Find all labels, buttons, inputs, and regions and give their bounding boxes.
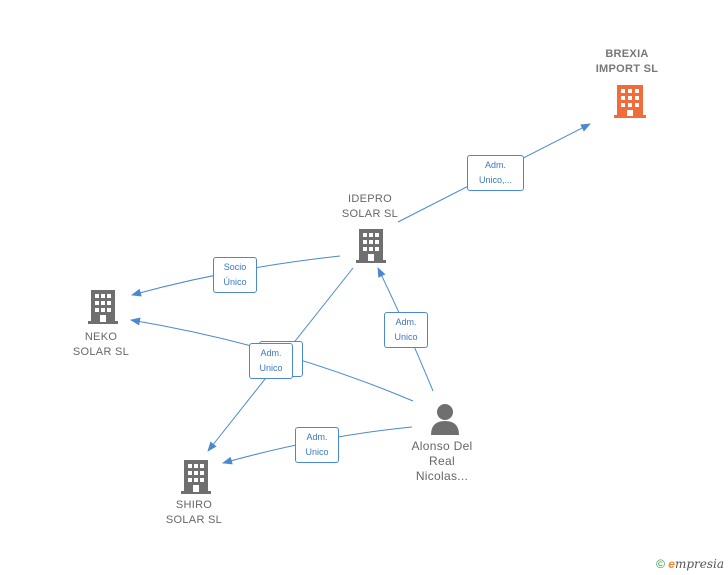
edge-label-line: Adm. xyxy=(395,317,417,327)
building-icon-idepro[interactable] xyxy=(356,229,386,263)
building-icon-neko[interactable] xyxy=(88,290,118,324)
edge-label-line: Unico xyxy=(305,447,329,457)
edge-label-person-idepro[interactable]: Adm. Unico xyxy=(384,312,428,348)
node-label-line: NEKO xyxy=(84,331,118,343)
edge-label-line: Adm. xyxy=(306,432,328,442)
node-label-person[interactable]: Alonso Del Real Nicolas... xyxy=(392,439,492,484)
node-label-line: Alonso Del xyxy=(411,439,473,453)
brand-logo-initial: e xyxy=(668,557,675,571)
building-icon-shiro[interactable] xyxy=(181,460,211,494)
node-label-brexia[interactable]: BREXIA IMPORT SL xyxy=(577,47,677,77)
edge-label-person-neko[interactable]: Adm. Unico xyxy=(249,343,293,379)
node-label-line: SOLAR SL xyxy=(72,346,130,358)
building-icon-brexia[interactable] xyxy=(614,85,646,118)
person-icon[interactable] xyxy=(430,403,460,435)
edge-label-line: Adm. xyxy=(484,160,506,170)
node-label-neko[interactable]: NEKO SOLAR SL xyxy=(51,330,151,360)
brand-logo-text: mpresia xyxy=(674,557,724,571)
edge-label-line: Unico,... xyxy=(478,175,512,185)
node-label-line: SHIRO xyxy=(175,499,213,511)
edge-label-person-shiro[interactable]: Adm. Unico xyxy=(295,427,339,463)
node-label-line: Nicolas... xyxy=(415,469,469,483)
node-label-shiro[interactable]: SHIRO SOLAR SL xyxy=(144,498,244,528)
node-label-idepro[interactable]: IDEPRO SOLAR SL xyxy=(320,192,420,222)
edge-label-line: Unico xyxy=(259,363,283,373)
edge-label-line: Único xyxy=(223,277,247,287)
node-label-line: IMPORT SL xyxy=(595,63,659,75)
copyright-symbol: © xyxy=(656,557,665,571)
edge-label-line: Unico xyxy=(394,332,418,342)
edge-label-line: Socio xyxy=(223,262,247,272)
footer-brand[interactable]: © empresia xyxy=(656,557,724,571)
edge-label-idepro-neko[interactable]: Socio Único xyxy=(213,257,257,293)
node-label-line: IDEPRO xyxy=(348,193,392,205)
node-label-line: SOLAR SL xyxy=(341,208,399,220)
node-label-line: Real xyxy=(429,454,455,468)
node-label-line: SOLAR SL xyxy=(165,514,223,526)
node-label-line: BREXIA xyxy=(605,48,649,60)
edge-label-line: Adm. xyxy=(260,348,282,358)
edge-label-idepro-brexia[interactable]: Adm. Unico,... xyxy=(467,155,524,191)
